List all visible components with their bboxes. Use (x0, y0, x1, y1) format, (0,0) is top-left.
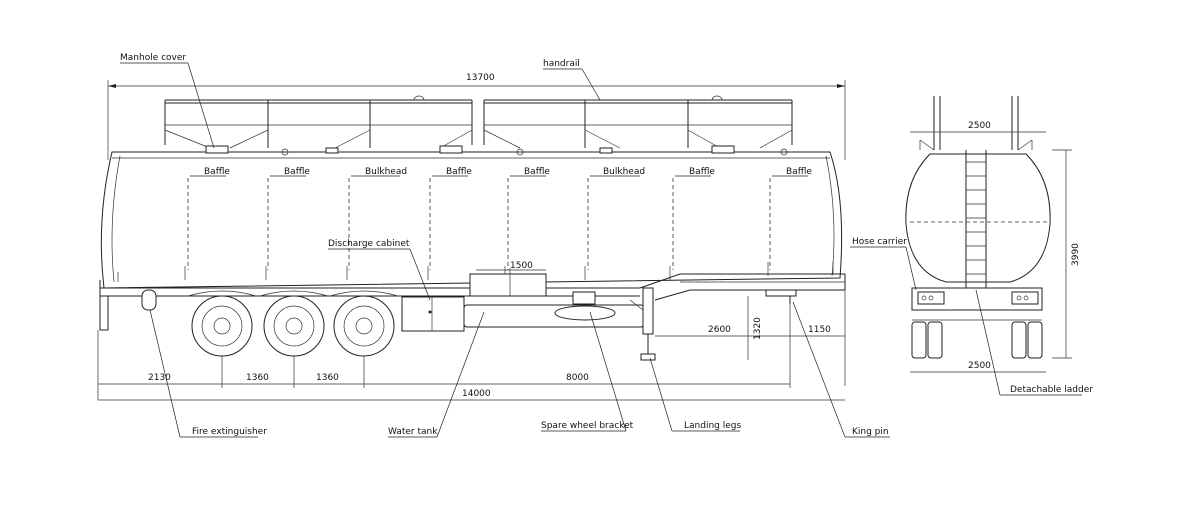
label-bulkhead-1: Bulkhead (365, 167, 407, 177)
dim-rear-2500-bottom: 2500 (968, 361, 991, 371)
dim-14000: 14000 (462, 389, 491, 399)
label-baffle-4: Baffle (524, 167, 550, 177)
handrail (164, 95, 793, 149)
dim-2130: 2130 (148, 373, 171, 383)
side-view: 13700 (97, 53, 890, 438)
label-baffle-3: Baffle (446, 167, 472, 177)
dim-1320: 1320 (753, 317, 763, 340)
dim-1500: 1500 (510, 261, 533, 271)
dim-13700: 13700 (466, 73, 495, 83)
label-manhole-cover: Manhole cover (120, 53, 186, 63)
dimension-overall-top: 13700 (107, 73, 846, 160)
dimension-chain-lower: 2130 1360 1360 8000 14000 (97, 304, 845, 401)
label-spare-wheel-bracket: Spare wheel bracket (541, 421, 634, 431)
fire-extinguisher (141, 289, 157, 311)
dim-rear-2500-top: 2500 (968, 121, 991, 131)
dim-2600: 2600 (708, 325, 731, 335)
water-tank (463, 304, 645, 328)
spare-wheel-bracket (554, 291, 616, 321)
label-baffle-2: Baffle (284, 167, 310, 177)
label-water-tank: Water tank (388, 427, 438, 437)
dim-3990: 3990 (1071, 243, 1081, 266)
king-pin (765, 289, 797, 304)
label-discharge-cabinet: Discharge cabinet (328, 239, 410, 249)
label-king-pin: King pin (852, 427, 889, 437)
label-bulkhead-2: Bulkhead (603, 167, 645, 177)
wheels (187, 290, 399, 357)
dimension-kingpin: 2600 1320 1150 (655, 290, 846, 386)
label-detachable-ladder: Detachable ladder (1010, 385, 1093, 395)
dim-1360-b: 1360 (316, 373, 339, 383)
label-baffle-6: Baffle (786, 167, 812, 177)
dim-1360-a: 1360 (246, 373, 269, 383)
label-handrail: handrail (543, 59, 580, 69)
side-labels: Manhole cover handrail Baffle Baffle Bul… (120, 53, 890, 438)
label-landing-legs: Landing legs (684, 421, 741, 431)
tank-body (100, 145, 843, 289)
label-hose-carrier: Hose carrier (852, 237, 907, 247)
label-baffle-1: Baffle (204, 167, 230, 177)
dim-1150: 1150 (808, 325, 831, 335)
discharge-cabinet (401, 296, 465, 332)
rear-view: 2500 3990 2500 Hose carrier (850, 96, 1093, 396)
label-baffle-5: Baffle (689, 167, 715, 177)
dimension-1500: 1500 (476, 261, 546, 271)
chassis (99, 268, 846, 331)
dim-8000: 8000 (566, 373, 589, 383)
label-fire-extinguisher: Fire extinguisher (192, 427, 267, 437)
landing-legs (629, 287, 656, 361)
